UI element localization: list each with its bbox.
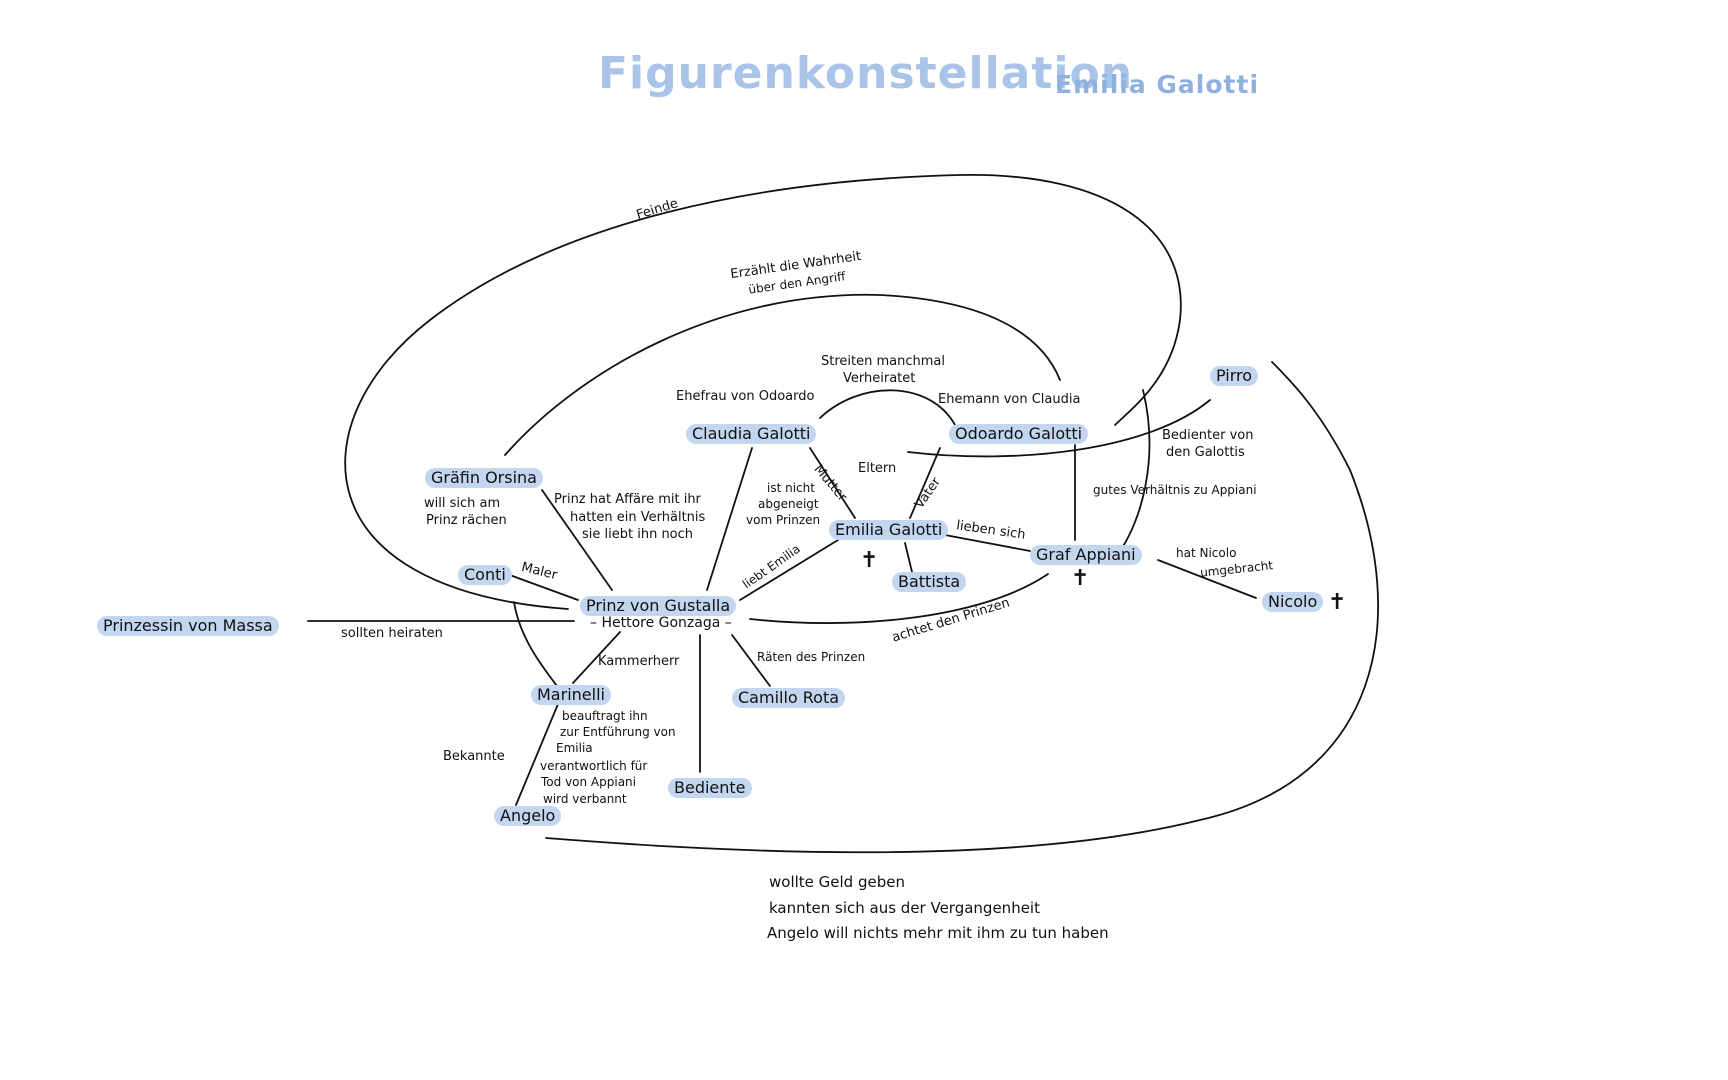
edge-nicolo: [1157, 559, 1257, 599]
node-odoardo: Odoardo Galotti: [949, 424, 1089, 444]
label-verantwortlich-1: verantwortlich für: [540, 759, 648, 773]
prinz-subtitle: – Hettore Gonzaga –: [590, 615, 732, 631]
label-beauftragt-1: beauftragt ihn: [562, 709, 648, 723]
edge-gutes: [1121, 389, 1151, 549]
label-bekannte: Bekannte: [443, 749, 505, 764]
label-verbannt: wird verbannt: [543, 792, 627, 806]
edge-bekannte: [515, 703, 559, 806]
node-conti: Conti: [458, 565, 512, 585]
edge-pirro: [907, 399, 1211, 458]
label-gutes: gutes Verhältnis zu Appiani: [1093, 483, 1257, 497]
label-orsina-1: will sich am: [424, 496, 501, 511]
node-appiani: Graf Appiani: [1030, 545, 1142, 565]
label-eltern: Eltern: [858, 461, 897, 476]
label-kammerherr: Kammerherr: [598, 654, 680, 669]
label-sollten: sollten heiraten: [341, 626, 443, 641]
label-abgeneigt-3: vom Prinzen: [746, 513, 821, 527]
label-beauftragt-3: Emilia: [556, 741, 593, 755]
node-battista: Battista: [892, 572, 967, 592]
label-geld: wollte Geld geben: [769, 873, 905, 891]
node-emilia: Emilia Galotti: [829, 520, 949, 540]
node-claudia: Claudia Galotti: [686, 424, 817, 444]
edge-conti-prinz: [506, 573, 579, 601]
node-orsina: Gräfin Orsina: [425, 468, 543, 488]
label-ehemann: Ehemann von Claudia: [938, 392, 1081, 407]
diagram-title: Figurenkonstellation: [598, 48, 1134, 99]
label-bedienter-2: den Galottis: [1166, 445, 1245, 460]
label-abgeneigt-2: abgeneigt: [758, 497, 819, 511]
death-cross-nicolo: ✝: [1328, 590, 1347, 615]
death-cross-appiani: ✝: [1071, 566, 1090, 591]
node-pirro: Pirro: [1210, 366, 1259, 386]
edge-feinde: [344, 174, 1182, 610]
label-affaere-3: sie liebt ihn noch: [582, 527, 694, 542]
label-affaere-1: Prinz hat Affäre mit ihr: [554, 492, 701, 507]
edge-erzaehlt: [504, 293, 1061, 456]
label-beauftragt-2: zur Entführung von: [560, 725, 676, 739]
edge-kammerherr: [572, 631, 621, 684]
edge-raeten: [731, 634, 771, 687]
diagram-subtitle: Emilia Galotti: [1055, 70, 1260, 99]
label-orsina-2: Prinz rächen: [426, 513, 507, 528]
node-camillo: Camillo Rota: [732, 688, 846, 708]
edge-orsina-prinz: [541, 489, 613, 591]
node-bediente: Bediente: [668, 778, 752, 798]
node-nicolo: Nicolo: [1262, 592, 1324, 612]
label-verantwortlich-2: Tod von Appiani: [541, 775, 636, 789]
node-prinzessin: Prinzessin von Massa: [97, 616, 279, 636]
edge-mutter: [809, 447, 856, 519]
node-marinelli: Marinelli: [531, 685, 611, 705]
label-verheiratet: Verheiratet: [843, 371, 916, 386]
label-ehefrau: Ehefrau von Odoardo: [676, 389, 815, 404]
edge-vater: [909, 447, 941, 519]
label-kannten: kannten sich aus der Vergangenheit: [769, 899, 1040, 917]
death-cross-emilia: ✝: [860, 548, 879, 573]
label-hat-nicolo-1: hat Nicolo: [1176, 546, 1237, 560]
edge-angelo-loop: [545, 361, 1379, 854]
edge-claudia-prinz: [706, 447, 753, 591]
node-angelo: Angelo: [494, 806, 562, 826]
label-nichts: Angelo will nichts mehr mit ihm zu tun h…: [767, 924, 1109, 942]
label-abgeneigt-1: ist nicht: [767, 481, 815, 495]
edge-battista: [904, 542, 914, 577]
node-prinz: Prinz von Gustalla: [580, 596, 737, 616]
edge-verheiratet: [819, 389, 956, 426]
label-bedienter-1: Bedienter von: [1162, 428, 1254, 443]
label-raeten: Räten des Prinzen: [757, 650, 866, 664]
edge-conti-marinelli: [513, 601, 561, 691]
label-affaere-2: hatten ein Verhältnis: [570, 510, 706, 525]
edge-liebt-emilia: [739, 539, 839, 601]
edge-achtet: [749, 573, 1049, 624]
label-streiten: Streiten manchmal: [821, 354, 945, 369]
edge-lieben: [944, 534, 1031, 552]
